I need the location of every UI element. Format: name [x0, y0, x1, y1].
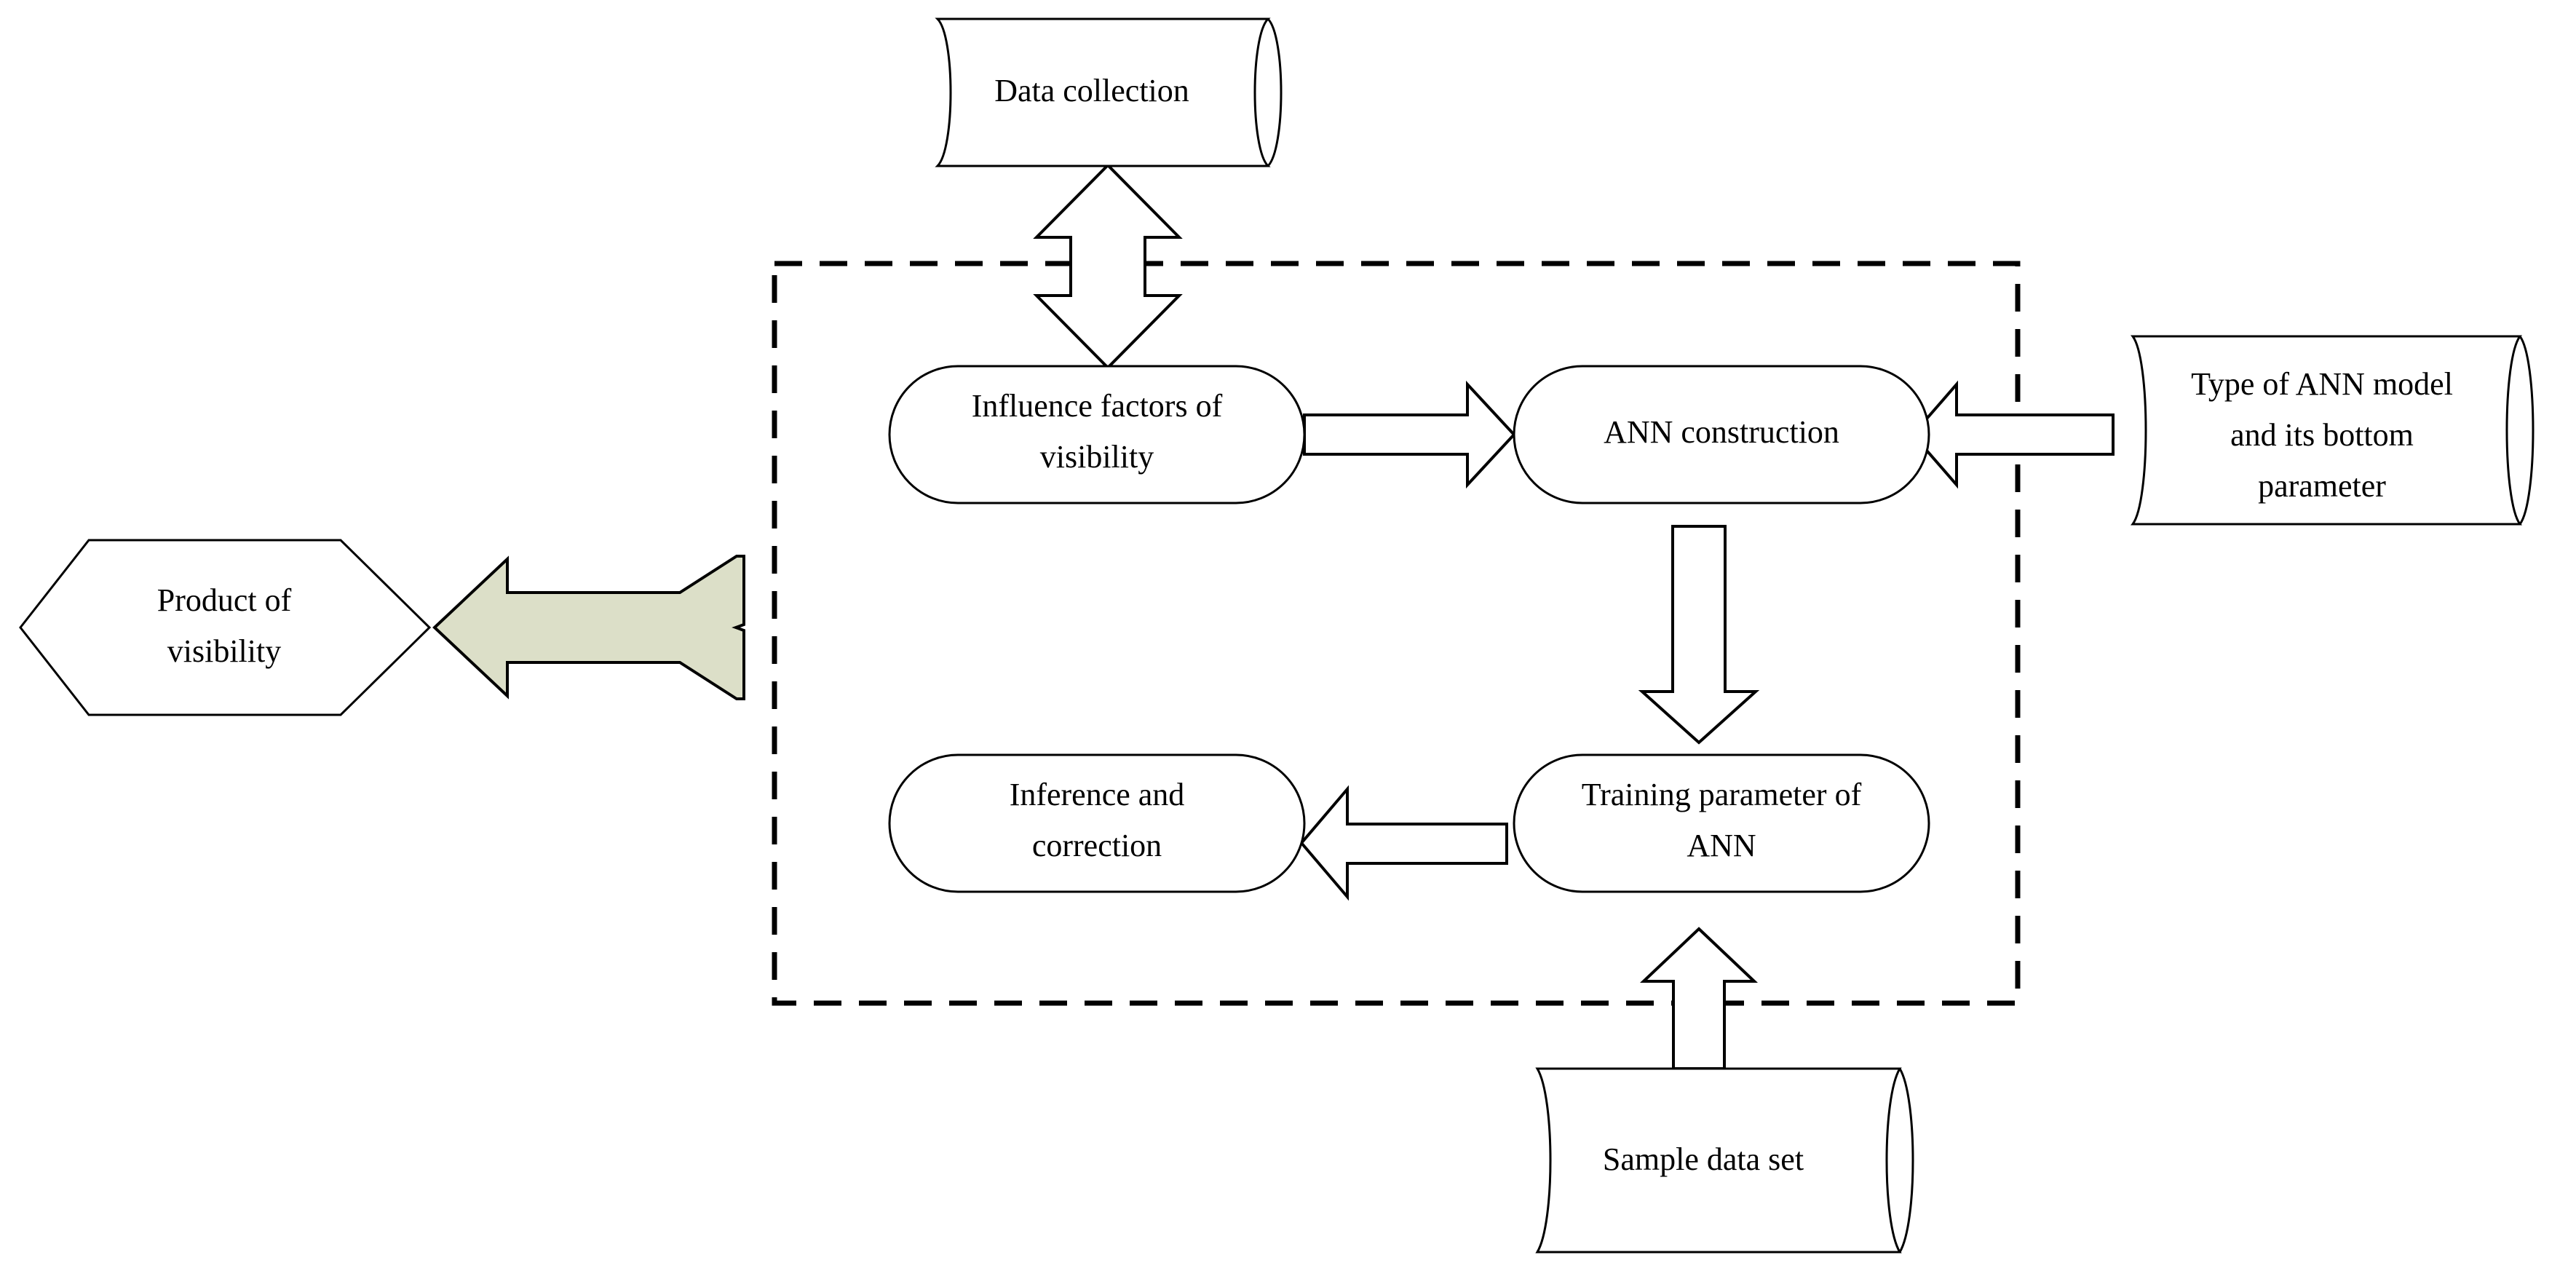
connector-training-parameter-inference-correction	[1299, 785, 1508, 901]
inference-correction-label-line-2: correction	[1032, 828, 1162, 863]
node-product-of-visibility[interactable]: Product of visibility	[19, 539, 432, 716]
product-of-visibility-hexagon	[19, 539, 432, 716]
product-of-visibility-label-line-1: Product of	[157, 582, 292, 618]
node-influence-factors[interactable]: Influence factors of visibility	[888, 365, 1306, 504]
node-sample-data-set[interactable]: Sample data set	[1535, 1067, 1914, 1254]
connector-ann-construction-training-parameter	[1638, 525, 1760, 745]
training-parameter-label-line-2: ANN	[1687, 828, 1756, 863]
data-collection-cylinder-cap	[1267, 17, 1283, 167]
product-of-visibility-label-line-2: visibility	[167, 633, 281, 669]
inference-correction-rounded-rect	[888, 753, 1306, 893]
sample-data-set-label: Sample data set	[1603, 1141, 1804, 1177]
node-data-collection[interactable]: Data collection	[935, 17, 1283, 167]
node-training-parameter[interactable]: Training parameter of ANN	[1513, 753, 1930, 893]
type-of-ann-model-label-line-2: and its bottom	[2230, 417, 2414, 453]
sample-data-set-cylinder-cap	[1898, 1068, 1914, 1253]
node-type-of-ann-model[interactable]: Type of ANN model and its bottom paramet…	[2131, 335, 2535, 526]
node-ann-construction[interactable]: ANN construction	[1513, 365, 1930, 504]
connector-sample-data-set-training-parameter	[1639, 927, 1759, 1070]
influence-factors-label-line-1: Influence factors of	[972, 388, 1223, 424]
connector-data-collection-influence-factors	[1033, 163, 1183, 370]
connector-type-of-ann-model-ann-construction	[1911, 380, 2115, 489]
training-parameter-rounded-rect	[1513, 753, 1930, 893]
influence-factors-label-line-2: visibility	[1040, 439, 1154, 475]
connector-inference-product-of-visibility	[432, 555, 745, 700]
influence-factors-rounded-rect	[888, 365, 1306, 504]
type-of-ann-model-label-line-1: Type of ANN model	[2191, 366, 2453, 402]
type-of-ann-model-label-line-3: parameter	[2258, 468, 2386, 504]
inference-correction-label-line-1: Inference and	[1010, 777, 1185, 812]
ann-construction-label: ANN construction	[1604, 414, 1839, 450]
data-collection-label: Data collection	[994, 73, 1189, 108]
type-of-ann-model-cylinder-cap	[2518, 336, 2535, 525]
training-parameter-label-line-1: Training parameter of	[1582, 777, 1862, 812]
node-inference-correction[interactable]: Inference and correction	[888, 753, 1306, 893]
connector-influence-factors-ann-construction	[1303, 380, 1516, 489]
ann-construction-rounded-rect	[1513, 365, 1930, 504]
